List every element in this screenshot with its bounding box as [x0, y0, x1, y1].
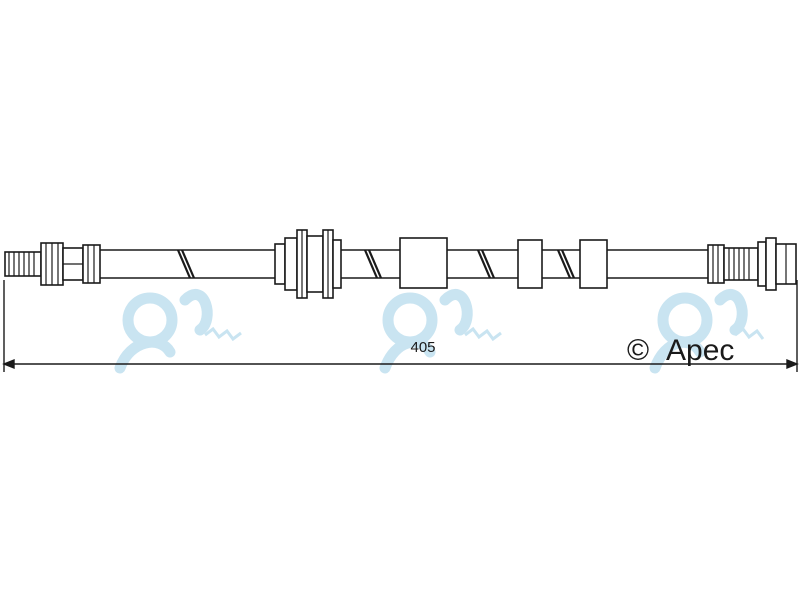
copyright-symbol: © — [627, 334, 649, 367]
hose-clip-sleeve — [579, 239, 608, 289]
apec-watermark-logo — [379, 289, 473, 374]
dimension-label: 405 — [410, 339, 435, 356]
apec-watermark-logo — [649, 289, 748, 374]
left-end-fitting — [4, 242, 101, 286]
hose-clip-sleeve — [399, 237, 448, 289]
dimension-line — [2, 280, 799, 372]
copyright-notice: © Apec — [627, 334, 734, 367]
apec-watermark-logo — [114, 289, 213, 374]
hose-spiral-marks — [176, 249, 576, 279]
copyright-brand: Apec — [666, 334, 734, 367]
hose-clip-sleeve — [517, 239, 543, 289]
mid-bracket-fitting — [274, 229, 342, 299]
watermark-swirl — [204, 326, 765, 342]
right-end-fitting — [707, 237, 797, 291]
